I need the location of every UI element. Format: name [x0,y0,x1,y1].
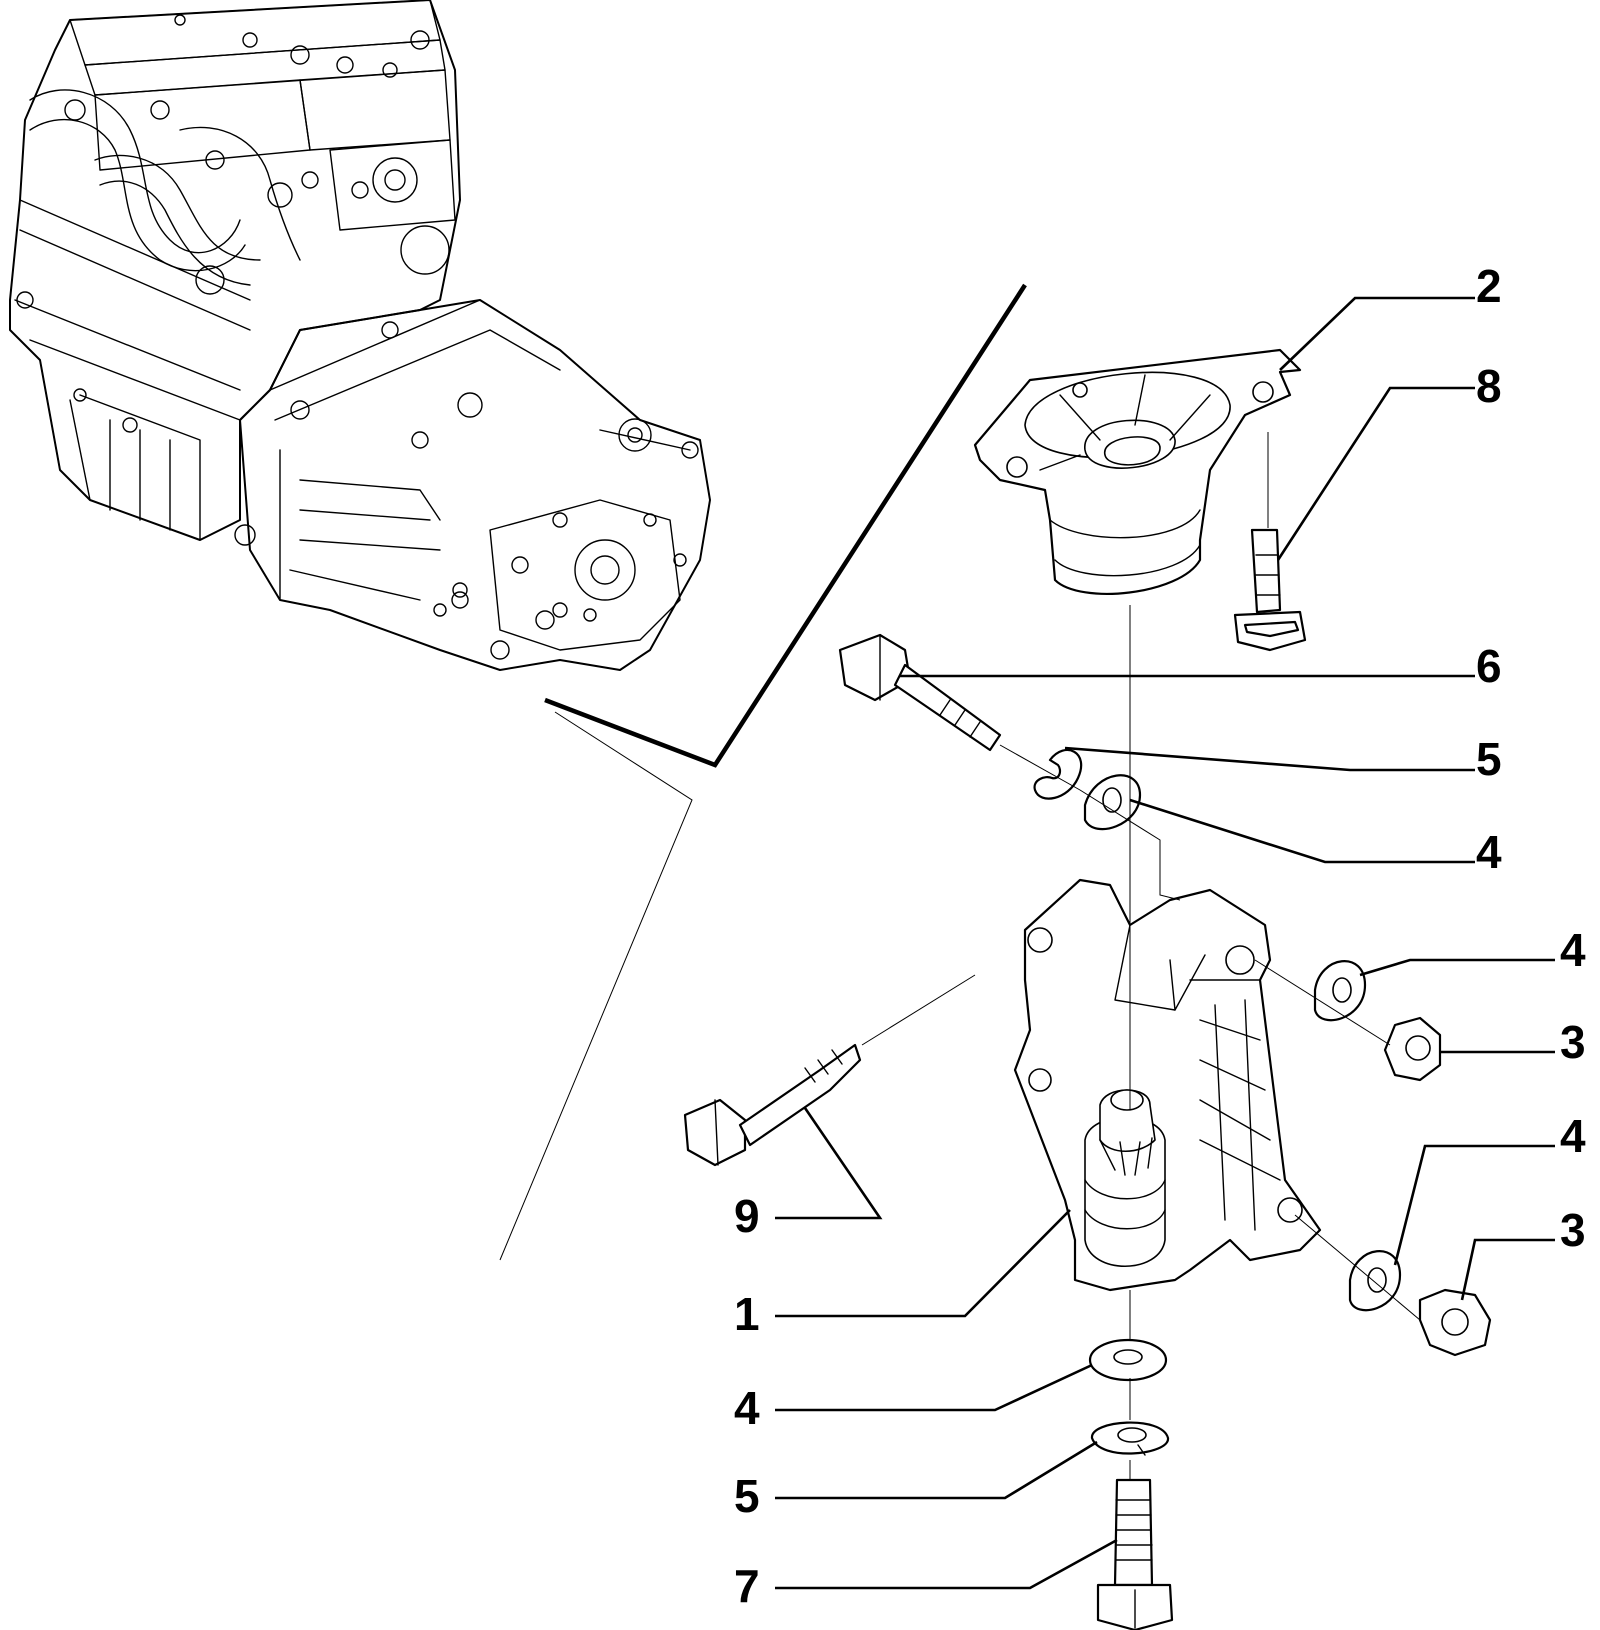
callout-3-right-lower: 3 [1560,1204,1586,1256]
callout-6: 6 [1476,640,1502,692]
callout-8: 8 [1476,360,1502,412]
callout-4-right-upper: 4 [1560,924,1586,976]
callout-labels: 2 8 6 5 4 4 3 4 3 9 1 4 5 7 [734,260,1586,1612]
callout-2: 2 [1476,260,1502,312]
callout-9: 9 [734,1190,760,1242]
mount-location-indicator [544,283,1027,768]
part-nut-right-lower [1418,1288,1492,1357]
part-bolt-7 [1096,1478,1174,1630]
part-washer-upper [1083,774,1142,831]
callout-1: 1 [734,1288,760,1340]
callout-4-upper: 4 [1476,826,1502,878]
part-washer-bottom [1088,1338,1168,1382]
callout-3-right-upper: 3 [1560,1016,1586,1068]
part-bolt-6 [838,633,1002,752]
part-split-washer-bottom [1090,1421,1170,1456]
part-nut-right-upper [1383,1016,1442,1082]
part-stud-bolt-9 [683,1043,862,1167]
part-lower-bracket [1013,878,1322,1292]
part-washer-right-lower [1348,1250,1402,1312]
part-upper-mount [973,348,1302,595]
part-flange-bolt-8 [1233,528,1307,652]
callout-4-bottom: 4 [734,1382,760,1434]
callout-5-upper: 5 [1476,733,1502,785]
part-split-washer-upper [1033,749,1083,800]
callout-7: 7 [734,1560,760,1612]
assembly-axes [861,432,1421,1480]
perspective-line [499,711,693,1261]
engine-gearbox-assembly [9,0,711,671]
callout-4-right-lower: 4 [1560,1110,1586,1162]
part-washer-right-upper [1313,960,1367,1022]
leader-lines [775,296,1555,1590]
callout-5-bottom: 5 [734,1470,760,1522]
